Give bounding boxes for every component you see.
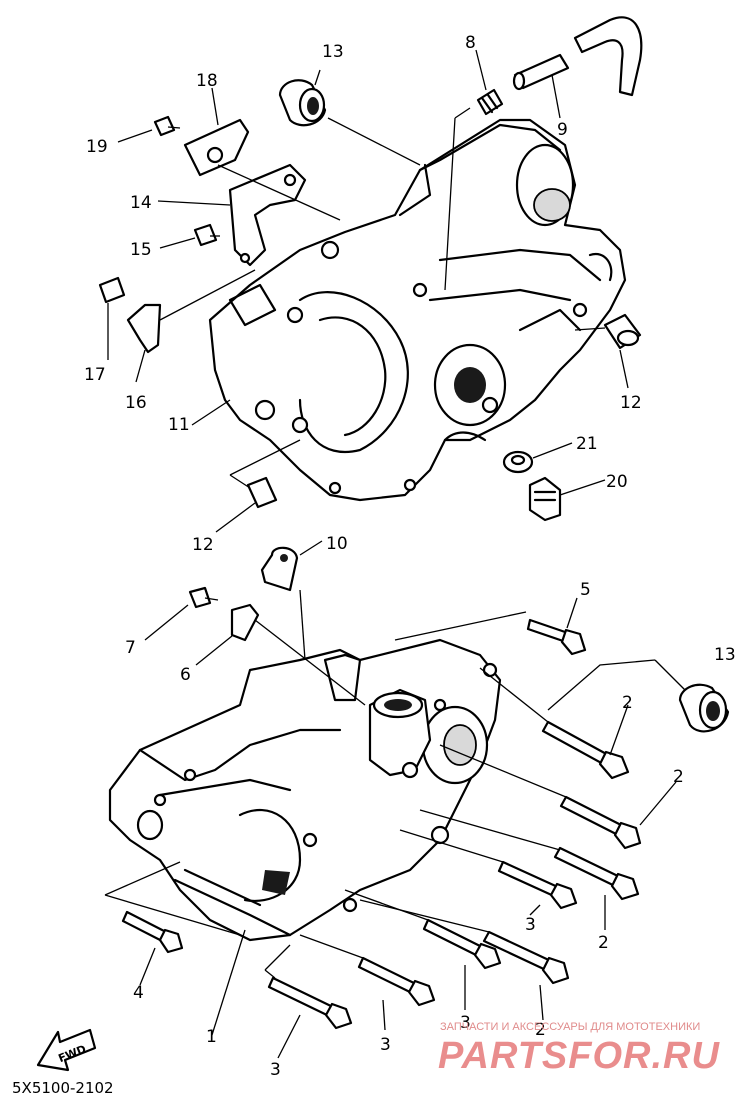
clip-16	[126, 303, 162, 354]
bolt-3a	[497, 860, 578, 910]
drain-bolt-20	[528, 476, 562, 522]
label-16: 16	[125, 393, 147, 413]
label-21: 21	[576, 434, 598, 454]
label-12-left: 12	[192, 535, 214, 555]
part-code: 5X5100-2102	[12, 1079, 114, 1097]
bolt-2d	[482, 930, 570, 985]
bolt-3b	[422, 918, 502, 970]
label-17: 17	[84, 365, 106, 385]
label-6: 6	[180, 665, 191, 685]
label-9: 9	[557, 120, 568, 140]
fwd-arrow: FWD	[36, 1028, 97, 1072]
dowel-12-left	[246, 476, 278, 509]
clip-6	[230, 603, 260, 642]
label-3b: 3	[460, 1013, 471, 1033]
label-14: 14	[130, 193, 152, 213]
label-2a: 2	[622, 693, 633, 713]
screw-15	[193, 223, 220, 247]
part-labels: 13 8 18 19 9 14 15 17 16 11 12 21 20 12 …	[84, 33, 736, 1080]
watermark-caption: ЗАПЧАСТИ И АКСЕССУАРЫ ДЛЯ МОТОТЕХНИКИ	[440, 1021, 700, 1033]
bolt-2a	[541, 720, 630, 780]
label-20: 20	[606, 472, 628, 492]
clip-18	[183, 118, 250, 177]
dowel-12-right	[603, 313, 642, 350]
clip-10	[260, 546, 299, 592]
label-4: 4	[133, 983, 144, 1003]
plate-14	[228, 163, 307, 267]
screw-19	[153, 115, 181, 137]
label-19: 19	[86, 137, 108, 157]
watermark-brand: PARTSFOR.RU	[438, 1035, 720, 1077]
label-1: 1	[206, 1027, 217, 1047]
label-13-bottom: 13	[714, 645, 736, 665]
pipe-9	[512, 53, 570, 91]
screw-7	[188, 586, 219, 609]
leader-lines	[104, 49, 686, 1059]
bolt-5	[526, 618, 587, 656]
label-3d: 3	[270, 1060, 281, 1080]
label-3c: 3	[380, 1035, 391, 1055]
bolt-2b	[559, 795, 642, 850]
label-18: 18	[196, 71, 218, 91]
bushing-13-top	[278, 79, 327, 127]
hose	[573, 16, 643, 97]
label-7: 7	[125, 638, 136, 658]
nipple-8	[476, 88, 504, 116]
washer-21	[502, 450, 534, 474]
label-11: 11	[168, 415, 190, 435]
label-2b: 2	[673, 767, 684, 787]
crankcase-right	[208, 118, 627, 502]
bushing-13-bottom	[678, 683, 730, 733]
label-5: 5	[580, 580, 591, 600]
crankcase-left	[108, 638, 502, 942]
bolt-2c	[553, 846, 640, 901]
bolt-17	[98, 276, 126, 304]
label-12-right: 12	[620, 393, 642, 413]
watermark: ЗАПЧАСТИ И АКСЕССУАРЫ ДЛЯ МОТОТЕХНИКИ PA…	[438, 1021, 720, 1077]
label-2c: 2	[598, 933, 609, 953]
bolt-3d	[267, 976, 353, 1030]
bolt-4	[121, 910, 184, 954]
bolt-3c	[357, 956, 436, 1007]
label-10: 10	[326, 534, 348, 554]
label-13-top: 13	[322, 42, 344, 62]
label-15: 15	[130, 240, 152, 260]
label-2d: 2	[535, 1020, 546, 1040]
label-3a: 3	[525, 915, 536, 935]
label-8: 8	[465, 33, 476, 53]
